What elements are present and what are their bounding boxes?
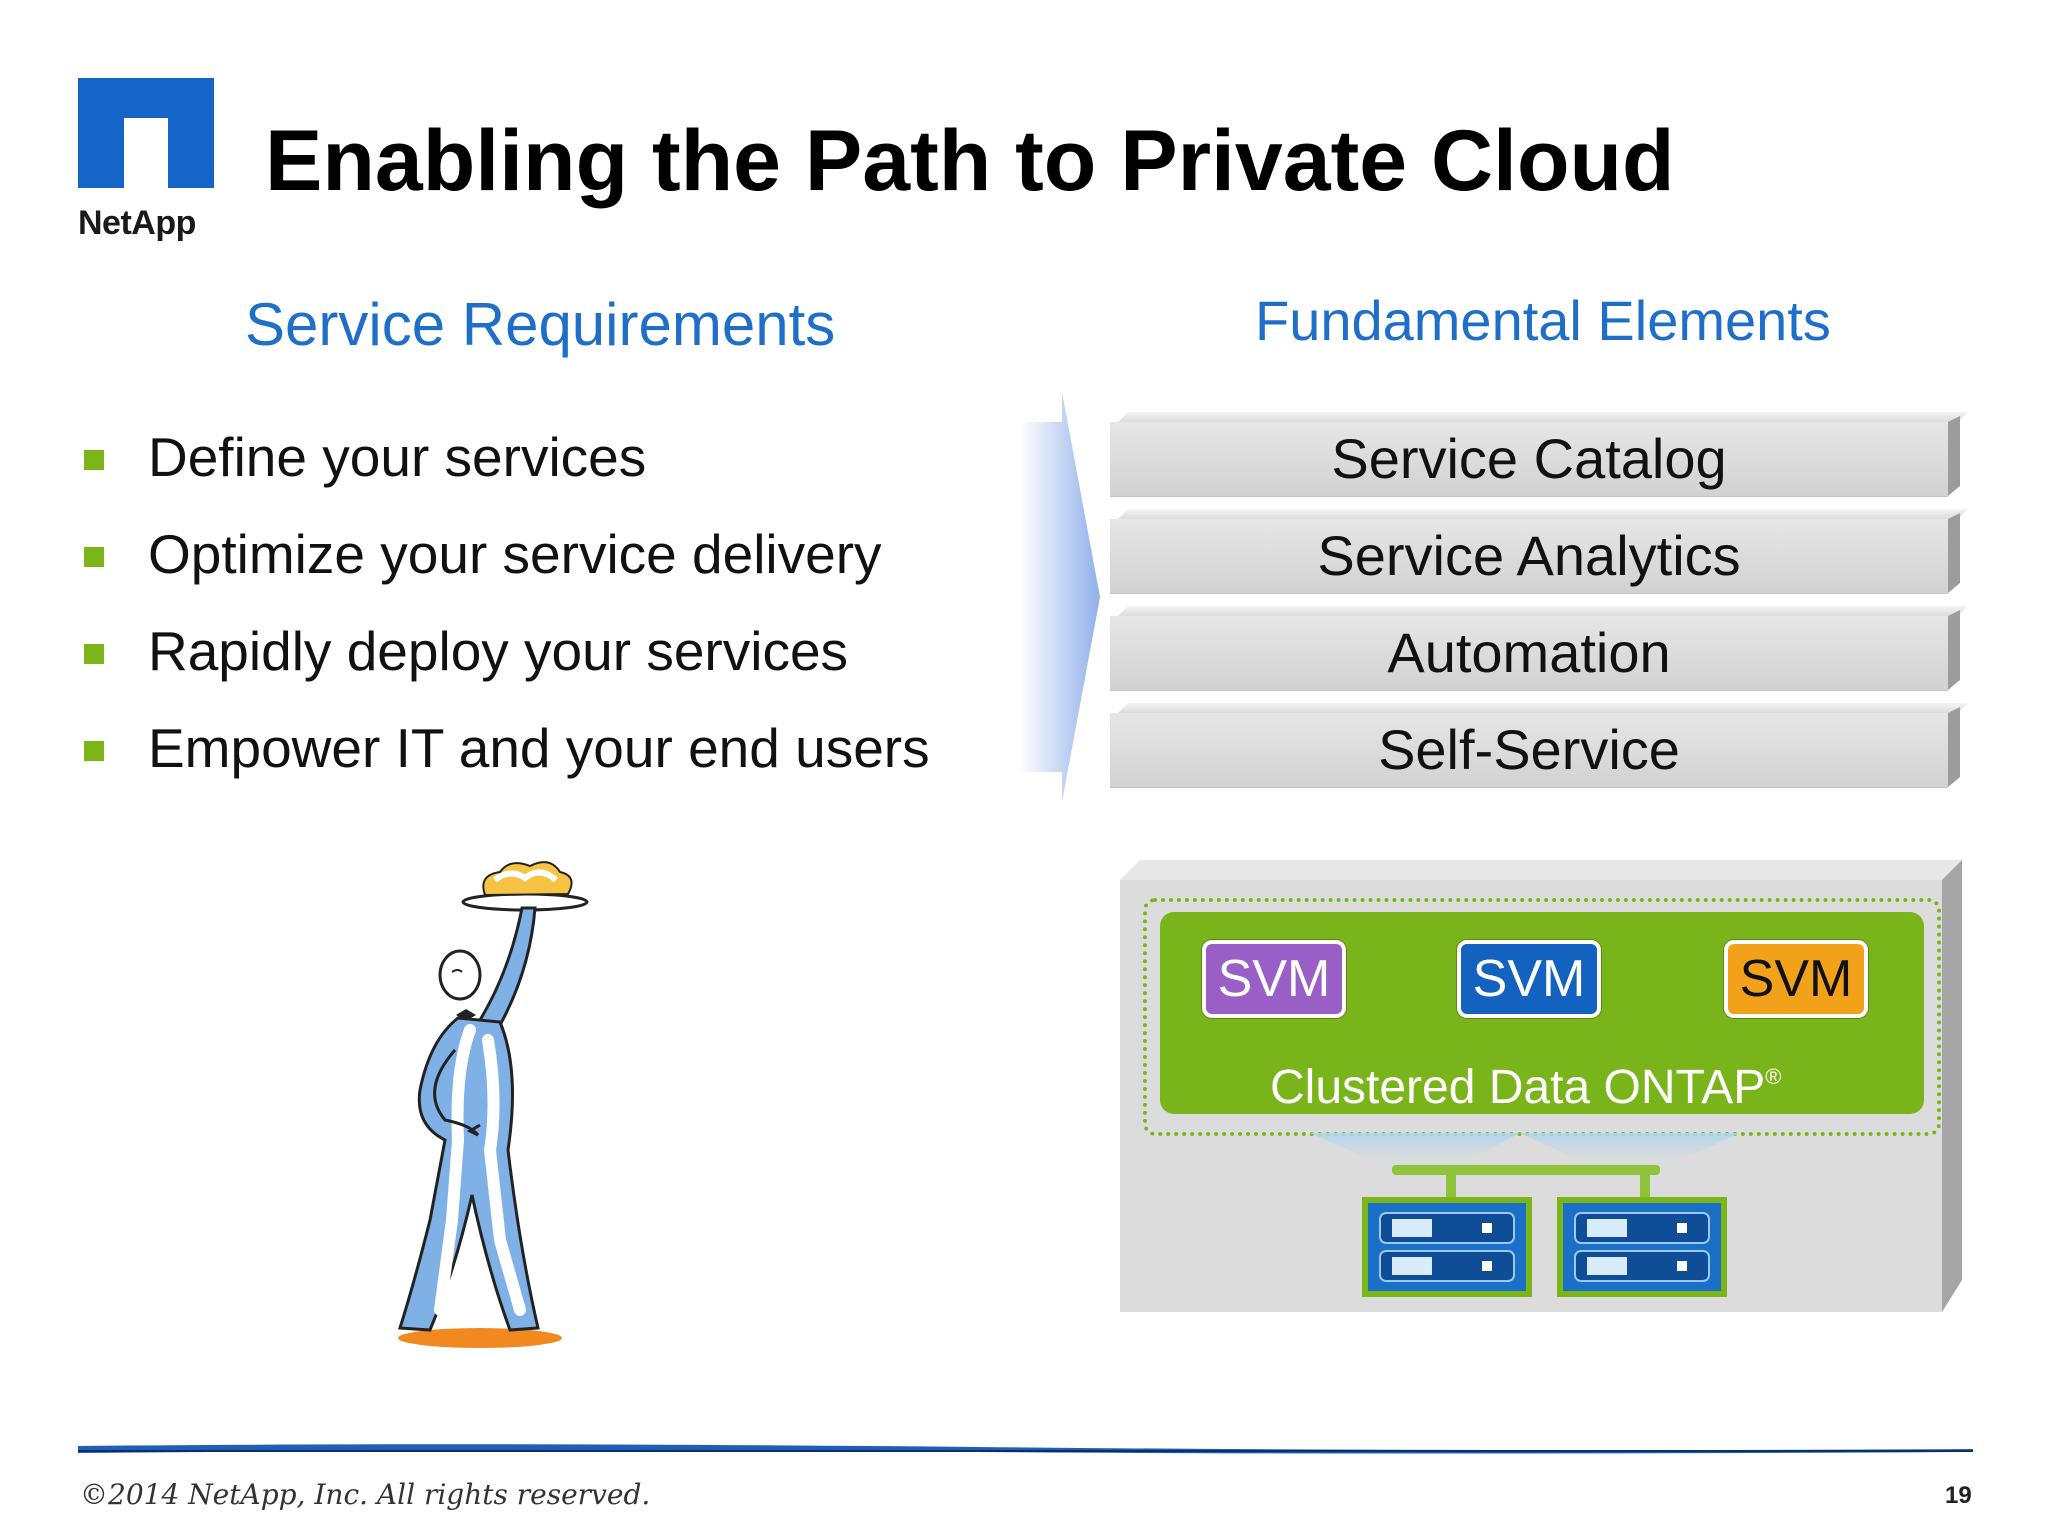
fundamental-elements-heading: Fundamental Elements (1255, 289, 1831, 352)
netapp-logo-wordmark: NetApp (78, 204, 196, 242)
svm-badge-orange: SVM (1724, 940, 1868, 1018)
netapp-logo-mark (78, 78, 214, 188)
layer-self-service: Self-Service (1110, 703, 1968, 788)
svm-badge-blue: SVM (1457, 940, 1601, 1018)
waiter-illustration (398, 861, 589, 1348)
flow-arrow-icon (1020, 392, 1100, 802)
layer-service-catalog: Service Catalog (1110, 412, 1968, 497)
bullet-square-icon (84, 450, 104, 470)
bullet-square-icon (84, 547, 104, 567)
layer-service-analytics: Service Analytics (1110, 509, 1968, 594)
bullet-square-icon (84, 644, 104, 664)
clustered-data-ontap-label: Clustered Data ONTAP® (1270, 1061, 1782, 1114)
copyright-text: ©2014 NetApp, Inc. All rights reserved. (80, 1478, 651, 1511)
bullet-square-icon (84, 741, 104, 761)
page-number: 19 (1945, 1482, 1972, 1509)
storage-controllers-icon (1310, 1133, 1740, 1297)
svm-badge-purple: SVM (1202, 940, 1346, 1018)
slide-title: Enabling the Path to Private Cloud (265, 113, 1675, 209)
layer-automation: Automation (1110, 606, 1968, 691)
footer-divider (78, 1444, 1973, 1454)
netapp-logo: NetApp (78, 78, 214, 242)
service-requirements-heading: Service Requirements (245, 291, 836, 358)
